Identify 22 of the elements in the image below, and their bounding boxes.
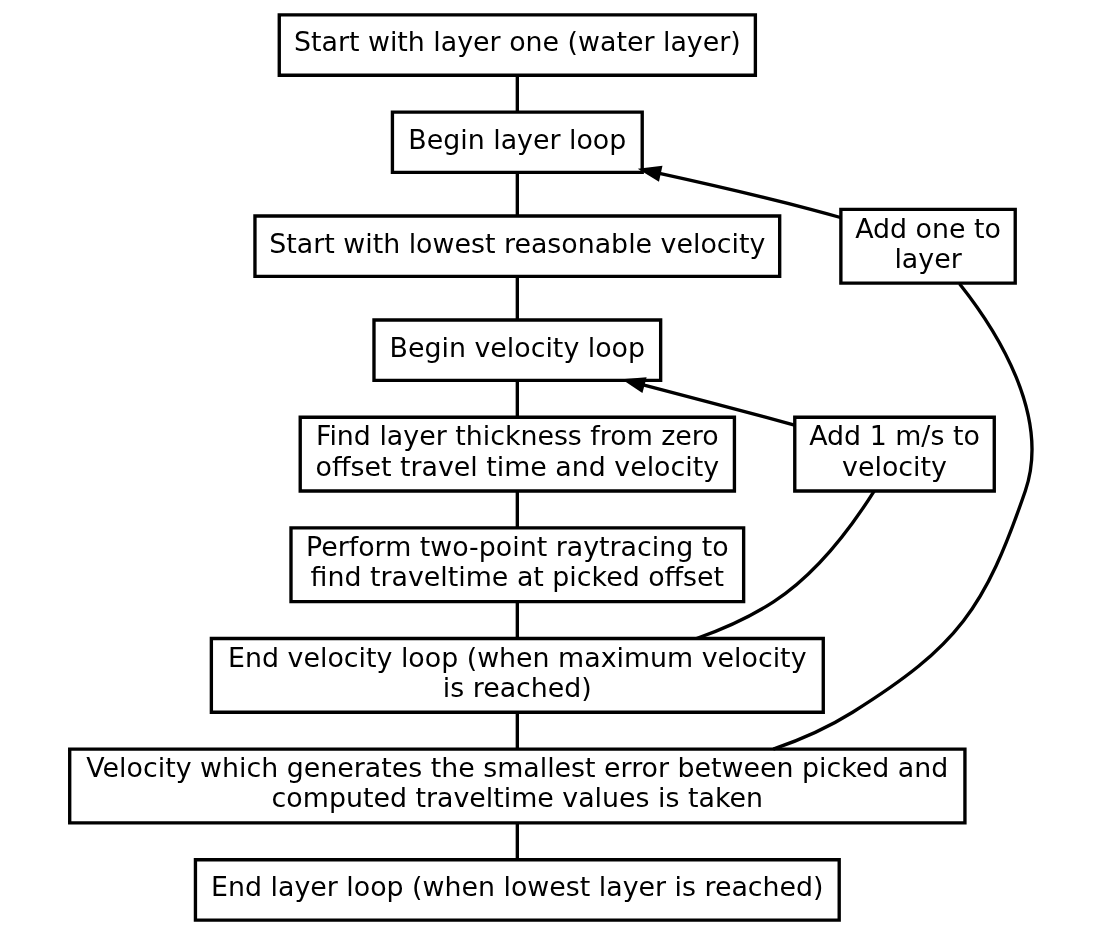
node-box: Begin layer loop bbox=[390, 110, 644, 175]
arrow bbox=[637, 165, 841, 220]
connector bbox=[515, 75, 519, 113]
node-box: Find layer thickness from zero offset travel time and velocity bbox=[298, 415, 736, 493]
node-box: Perform two-point raytracing to find traveltime at picked offset bbox=[288, 526, 745, 604]
node-box: End velocity loop (when maximum velocity is reached) bbox=[209, 636, 825, 714]
connector bbox=[515, 172, 519, 216]
connector bbox=[515, 712, 519, 750]
connector bbox=[515, 276, 519, 320]
connector bbox=[695, 490, 876, 641]
connector bbox=[772, 282, 1033, 751]
connector bbox=[515, 823, 519, 860]
node-box: Start with lowest reasonable velocity bbox=[252, 214, 781, 279]
connector bbox=[515, 491, 519, 528]
node-box: Velocity which generates the smallest error between picked and computed traveltime values is taken bbox=[67, 747, 967, 825]
node-box: Start with layer one (water layer) bbox=[277, 13, 757, 77]
node-box: Add 1 m/s to velocity bbox=[792, 415, 996, 493]
node-box: Begin velocity loop bbox=[371, 318, 662, 382]
connector bbox=[515, 602, 519, 639]
node-box: End layer loop (when lowest layer is reached) bbox=[193, 858, 841, 922]
connector bbox=[515, 380, 519, 417]
node-box: Add one to layer bbox=[838, 207, 1017, 285]
